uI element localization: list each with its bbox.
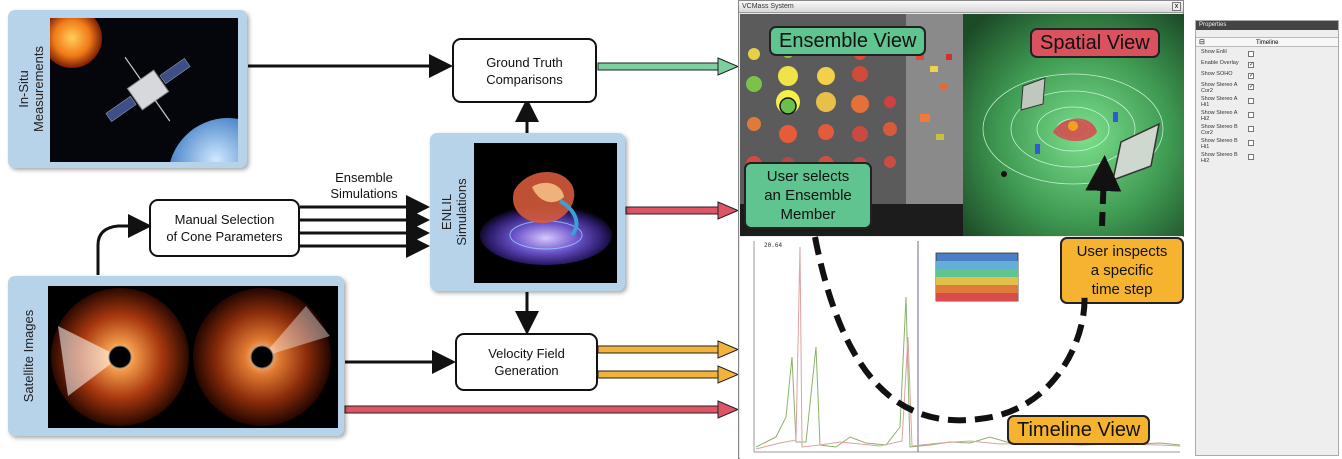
property-label: Show Stereo A Cor2 <box>1201 82 1238 94</box>
property-label: Show Stereo B Cor2 <box>1201 124 1238 136</box>
ensemble-view-tag: Ensemble View <box>769 26 927 56</box>
satellite-label: Satellite Images <box>21 309 36 403</box>
window-close-button[interactable]: x <box>1172 2 1181 11</box>
satellite-panel: Satellite Images <box>8 276 344 436</box>
property-checkbox[interactable] <box>1248 140 1254 146</box>
property-row: Show Stereo A Cor2 ✓ <box>1196 82 1338 96</box>
user-inspects-callout: User inspects a specific time step <box>1060 237 1184 304</box>
ground-truth-box: Ground Truth Comparisons <box>452 38 597 103</box>
enlil-simulation-image <box>474 143 617 283</box>
arrow-red-satellite-to-app <box>344 400 740 419</box>
spatial-view-pane[interactable]: Spatial View <box>963 14 1184 236</box>
timeline-max-value: 20.64 <box>764 242 783 249</box>
property-checkbox[interactable]: ✓ <box>1248 84 1255 90</box>
property-checkbox[interactable] <box>1248 154 1254 160</box>
spacecraft-image <box>50 18 238 162</box>
property-checkbox[interactable] <box>1248 126 1254 132</box>
properties-section-header[interactable]: ⊟ Timeline <box>1196 37 1338 47</box>
property-checkbox[interactable] <box>1248 98 1254 104</box>
property-row: Show Stereo B Cor2 <box>1196 124 1338 138</box>
satellite-images <box>48 286 338 428</box>
property-label: Show Stereo B Hi2 <box>1201 152 1238 164</box>
enlil-label: ENLIL Simulations <box>439 178 469 246</box>
properties-rows: Show Enlil Enable Overlay ✓ Show SOHO ✓ … <box>1196 49 1338 166</box>
property-row: Show Stereo A Hi1 <box>1196 96 1338 110</box>
property-row: Show Stereo B Hi1 <box>1196 138 1338 152</box>
property-label: Show Stereo A Hi2 <box>1201 110 1238 122</box>
properties-panel: Properties ⊟ Timeline Show Enlil Enable … <box>1195 20 1339 456</box>
user-selects-callout: User selects an Ensemble Member <box>744 162 872 229</box>
timeline-view-tag: Timeline View <box>1007 415 1151 445</box>
in-situ-label: In-Situ Measurements <box>16 46 46 132</box>
properties-title: Properties <box>1196 21 1338 30</box>
arrow-red-enlil-to-spatial <box>625 201 740 220</box>
property-row: Show Enlil <box>1196 49 1338 60</box>
property-checkbox[interactable]: ✓ <box>1248 73 1255 79</box>
arrow-orange-velocity-2 <box>597 365 740 384</box>
property-row: Enable Overlay ✓ <box>1196 60 1338 71</box>
ensemble-glyph-grid <box>740 14 963 236</box>
in-situ-panel: In-Situ Measurements <box>8 10 247 168</box>
vcmass-window: VCMass System x <box>738 0 1184 459</box>
properties-column-header: Timeline <box>1256 40 1279 46</box>
property-row: Show SOHO ✓ <box>1196 71 1338 82</box>
property-label: Show Stereo B Hi1 <box>1201 138 1238 150</box>
property-row: Show Stereo B Hi2 <box>1196 152 1338 166</box>
property-checkbox[interactable] <box>1248 112 1254 118</box>
arrow-orange-velocity-1 <box>597 340 740 359</box>
velocity-field-box: Velocity Field Generation <box>455 333 598 391</box>
enlil-panel: ENLIL Simulations <box>430 133 625 291</box>
property-checkbox[interactable] <box>1248 51 1254 57</box>
property-label: Show Stereo A Hi1 <box>1201 96 1238 108</box>
property-row: Show Stereo A Hi2 <box>1196 110 1338 124</box>
arrow-green-to-ensemble <box>597 57 740 76</box>
property-label: Enable Overlay <box>1201 60 1239 66</box>
window-title: VCMass System <box>739 1 1183 13</box>
spatial-view-tag: Spatial View <box>1030 28 1160 58</box>
collapse-icon[interactable]: ⊟ <box>1199 39 1205 46</box>
timeline-legend-box <box>935 252 1019 302</box>
ensemble-simulations-label: Ensemble Simulations <box>330 170 398 201</box>
property-label: Show Enlil <box>1201 49 1227 55</box>
property-label: Show SOHO <box>1201 71 1233 77</box>
manual-selection-box: Manual Selection of Cone Parameters <box>149 199 300 257</box>
arrow-satellite-manual <box>96 214 152 275</box>
ensemble-view-pane[interactable]: Ensemble View User selects an Ensemble M… <box>740 14 963 236</box>
property-checkbox[interactable]: ✓ <box>1248 62 1255 68</box>
timeline-view-pane[interactable]: 20.64 User inspects a specific time step… <box>740 237 1184 459</box>
